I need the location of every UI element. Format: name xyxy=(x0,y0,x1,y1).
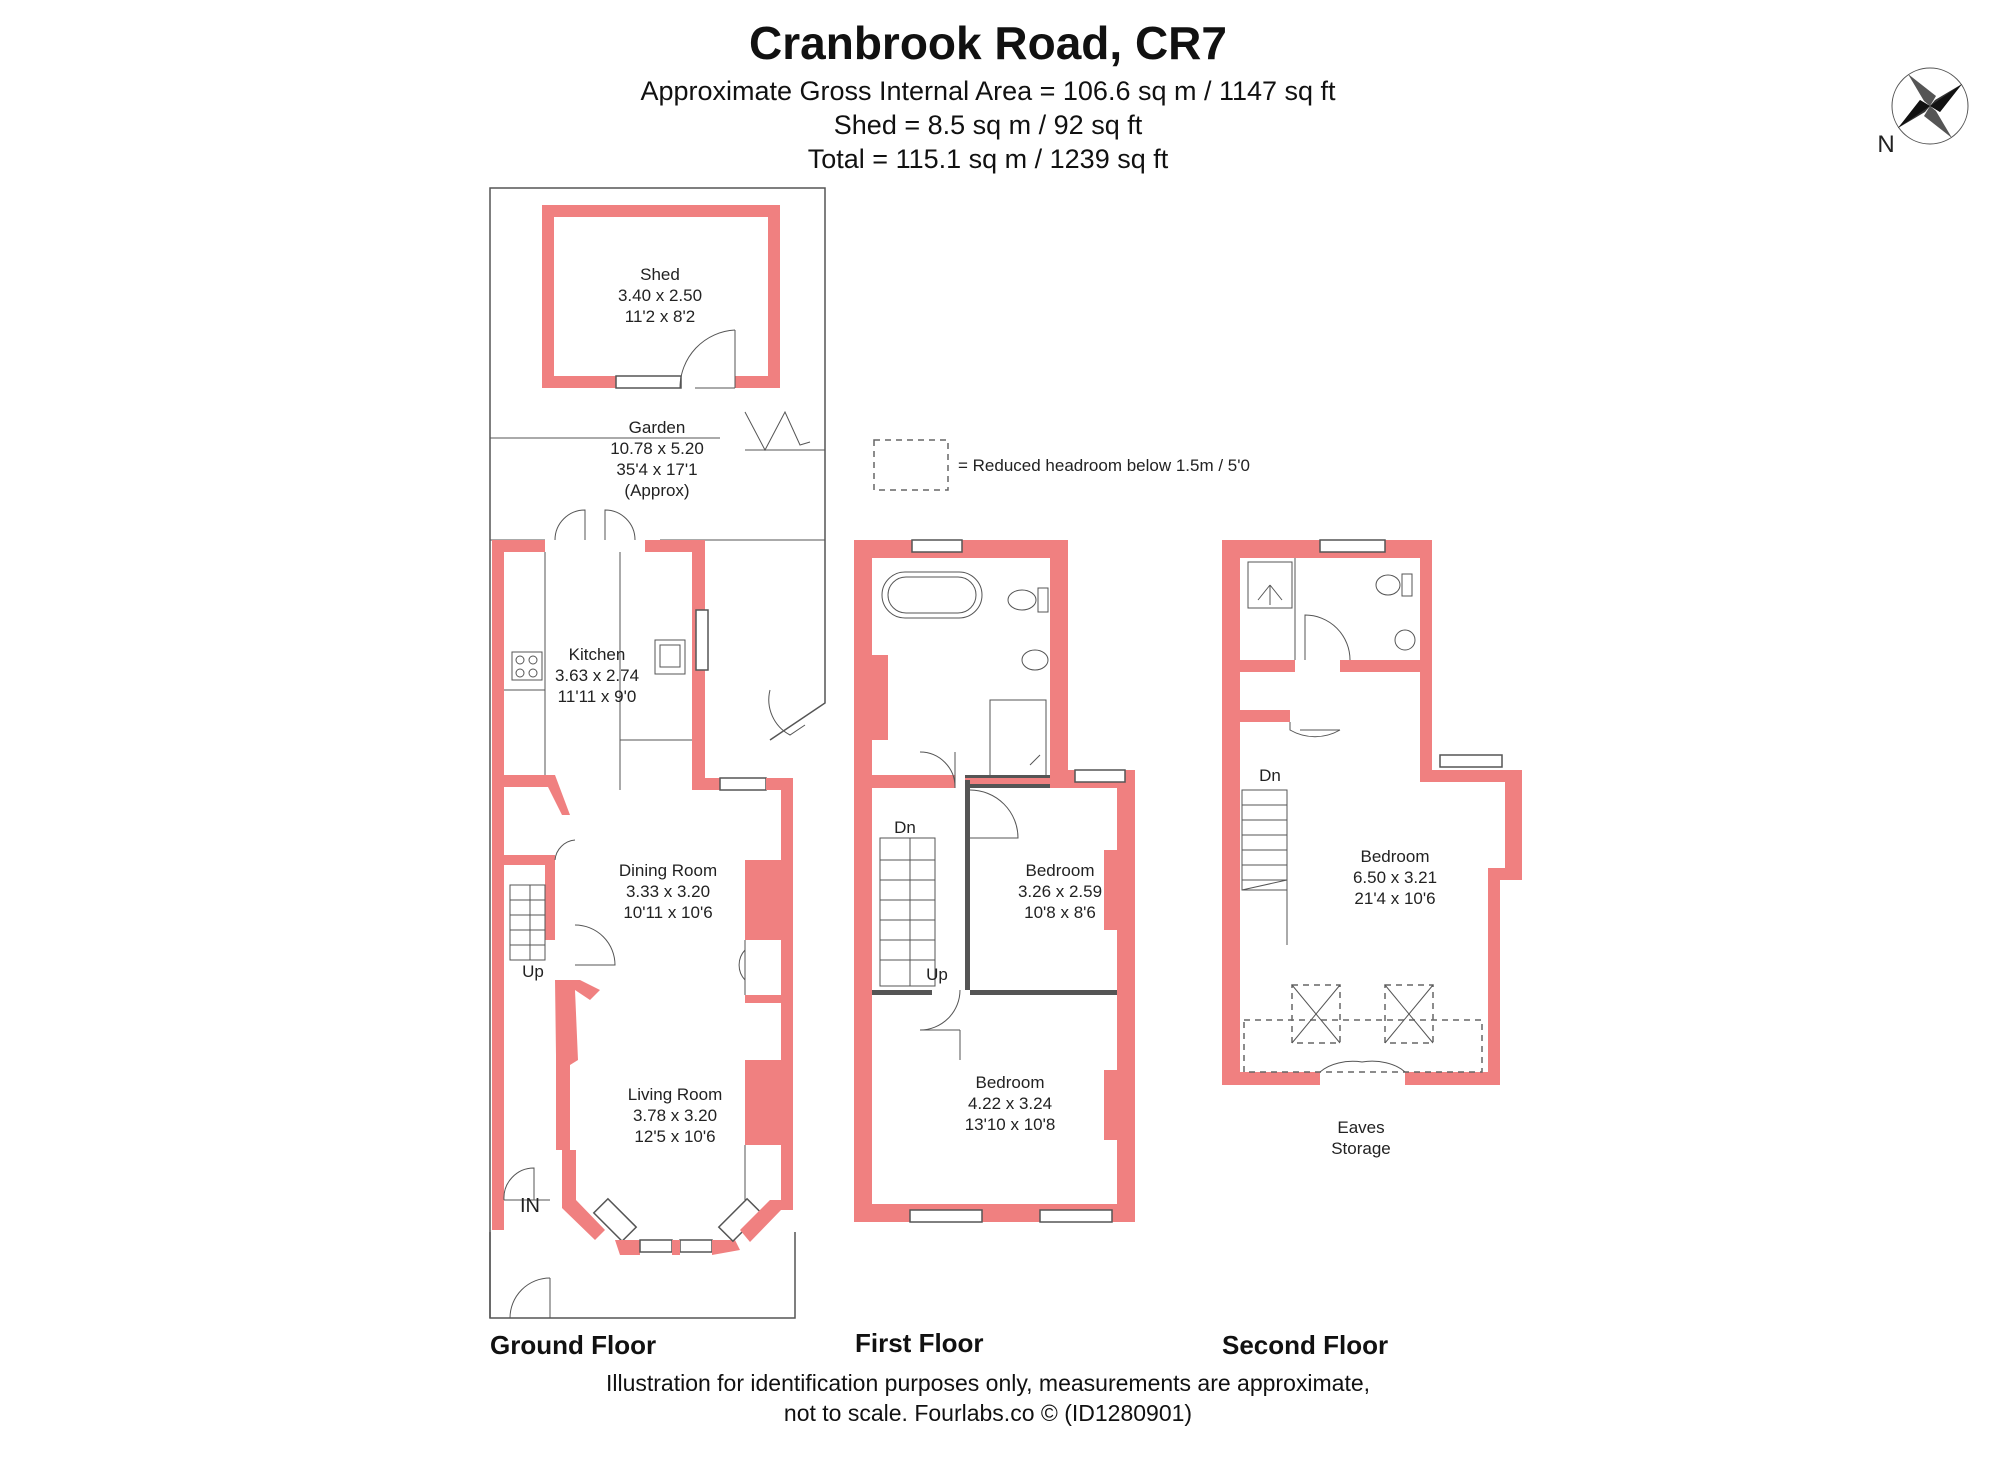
ground-floor-label: Ground Floor xyxy=(490,1330,656,1360)
living-room-imperial: 12'5 x 10'6 xyxy=(634,1127,715,1146)
skylight xyxy=(1291,984,1341,1044)
shed-area-line: Shed = 8.5 sq m / 92 sq ft xyxy=(833,110,1143,140)
basin-icon xyxy=(1394,629,1416,651)
bedroom-small-metric: 3.26 x 2.59 xyxy=(1018,882,1102,901)
first-floor-stairs xyxy=(879,837,936,987)
first-floor-label: First Floor xyxy=(855,1328,984,1358)
bedroom-first-metric: 4.22 x 3.24 xyxy=(968,1094,1052,1113)
eaves-storage-line2: Storage xyxy=(1331,1139,1391,1158)
reduced-headroom-swatch xyxy=(873,439,949,491)
toilet-icon xyxy=(1007,587,1049,613)
living-room-metric: 3.78 x 3.20 xyxy=(633,1106,717,1125)
ground-floor-plan xyxy=(489,187,826,1319)
page-title: Cranbrook Road, CR7 xyxy=(749,17,1227,69)
dining-room-metric: 3.33 x 3.20 xyxy=(626,882,710,901)
bathtub-icon xyxy=(881,571,983,619)
disclaimer-line2: not to scale. Fourlabs.co © (ID1280901) xyxy=(783,1400,1193,1426)
dining-room-imperial: 10'11 x 10'6 xyxy=(623,903,712,922)
kitchen-name: Kitchen xyxy=(569,645,626,664)
ground-stairs-up-label: Up xyxy=(522,962,544,981)
second-floor-label: Second Floor xyxy=(1222,1330,1388,1360)
kitchen-metric: 3.63 x 2.74 xyxy=(555,666,639,685)
ground-stairs xyxy=(509,884,546,961)
garden-imperial: 35'4 x 17'1 xyxy=(616,460,697,479)
legend-text: = Reduced headroom below 1.5m / 5'0 xyxy=(958,456,1250,475)
first-stairs-down-label: Dn xyxy=(894,818,916,837)
compass-icon xyxy=(1891,67,1969,145)
first-stairs-up-label: Up xyxy=(926,965,948,984)
bedroom-second-imperial: 21'4 x 10'6 xyxy=(1354,889,1435,908)
first-floor-plan xyxy=(854,539,1135,1223)
bedroom-first-name: Bedroom xyxy=(976,1073,1045,1092)
bedroom-second-name: Bedroom xyxy=(1361,847,1430,866)
garden-name: Garden xyxy=(629,418,686,437)
entrance-label: IN xyxy=(520,1195,540,1217)
second-floor-plan xyxy=(1222,539,1522,1085)
second-stairs-down-label: Dn xyxy=(1259,766,1281,785)
shower-icon xyxy=(1247,561,1293,609)
bedroom-second-metric: 6.50 x 3.21 xyxy=(1353,868,1437,887)
shed-metric: 3.40 x 2.50 xyxy=(618,286,702,305)
dining-room-name: Dining Room xyxy=(619,861,717,880)
gross-area-line: Approximate Gross Internal Area = 106.6 … xyxy=(640,76,1336,106)
bedroom-small-imperial: 10'8 x 8'6 xyxy=(1024,903,1096,922)
sink-icon xyxy=(654,639,686,675)
basin-icon xyxy=(1021,649,1049,671)
total-area-line: Total = 115.1 sq m / 1239 sq ft xyxy=(807,144,1169,174)
compass-north-label: N xyxy=(1877,131,1894,158)
toilet-icon xyxy=(1375,573,1413,597)
second-floor-stairs xyxy=(1241,789,1288,945)
living-room-name: Living Room xyxy=(628,1085,723,1104)
bedroom-small-name: Bedroom xyxy=(1026,861,1095,880)
hob-icon xyxy=(511,651,543,681)
shed-imperial: 11'2 x 8'2 xyxy=(625,307,695,326)
kitchen-imperial: 11'11 x 9'0 xyxy=(558,687,637,706)
bedroom-first-imperial: 13'10 x 10'8 xyxy=(965,1115,1056,1134)
eaves-storage-line1: Eaves xyxy=(1337,1118,1384,1137)
garden-note: (Approx) xyxy=(624,481,689,500)
shower-icon xyxy=(989,699,1047,777)
garden-metric: 10.78 x 5.20 xyxy=(610,439,704,458)
disclaimer-line1: Illustration for identification purposes… xyxy=(605,1370,1371,1396)
skylight xyxy=(1384,984,1434,1044)
shed-name: Shed xyxy=(640,265,680,284)
